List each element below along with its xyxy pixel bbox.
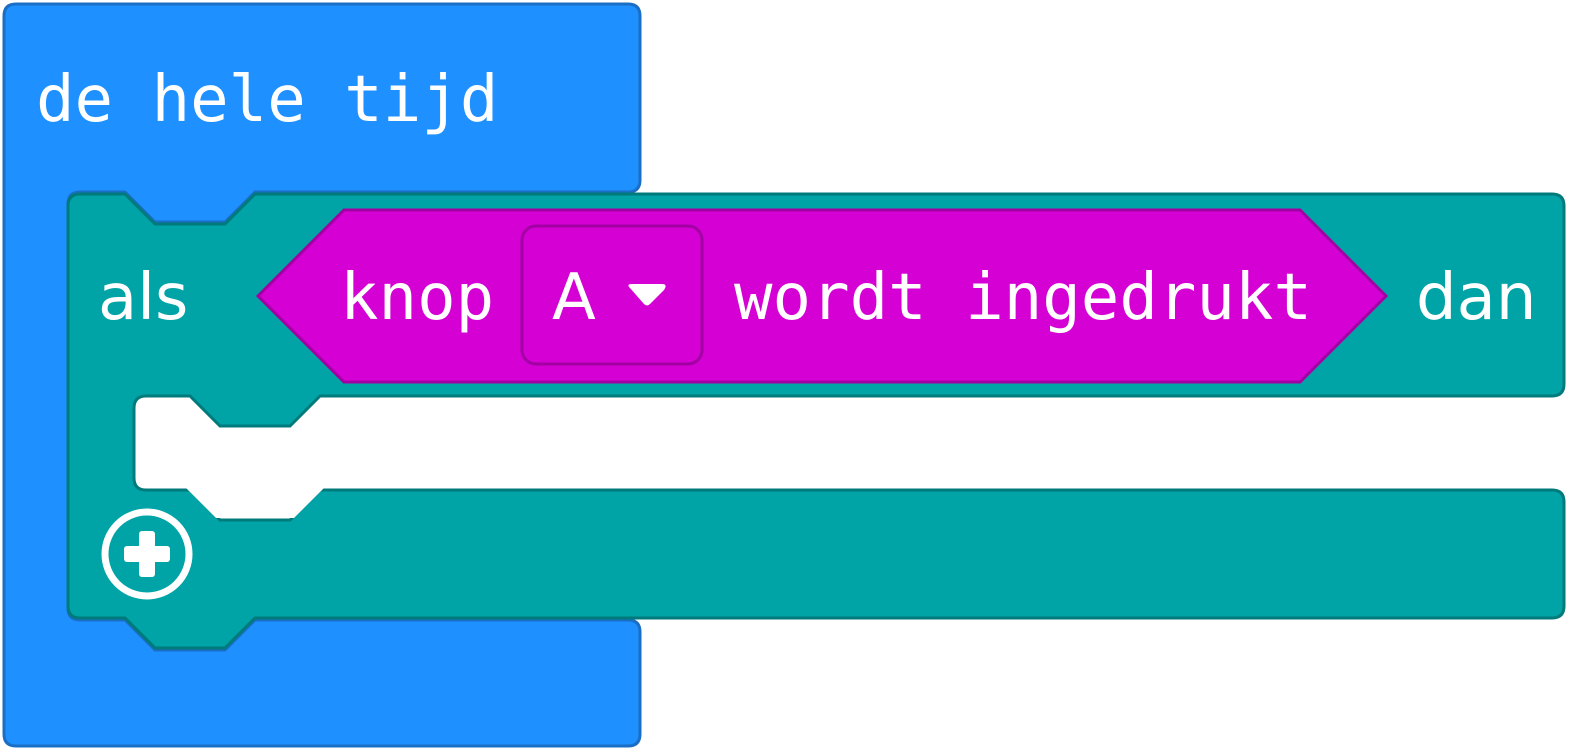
statement-slot[interactable] (136, 398, 1580, 518)
then-label: dan (1416, 261, 1537, 335)
plus-circle-icon[interactable] (101, 508, 193, 600)
forever-label: de hele tijd (36, 63, 499, 137)
button-dropdown[interactable] (520, 224, 704, 366)
condition-suffix: wordt ingedrukt (734, 261, 1312, 335)
dropdown-value: A (552, 261, 596, 335)
if-label: als (98, 261, 189, 335)
caret-down-icon[interactable] (628, 284, 666, 306)
condition-prefix: knop (340, 261, 495, 335)
